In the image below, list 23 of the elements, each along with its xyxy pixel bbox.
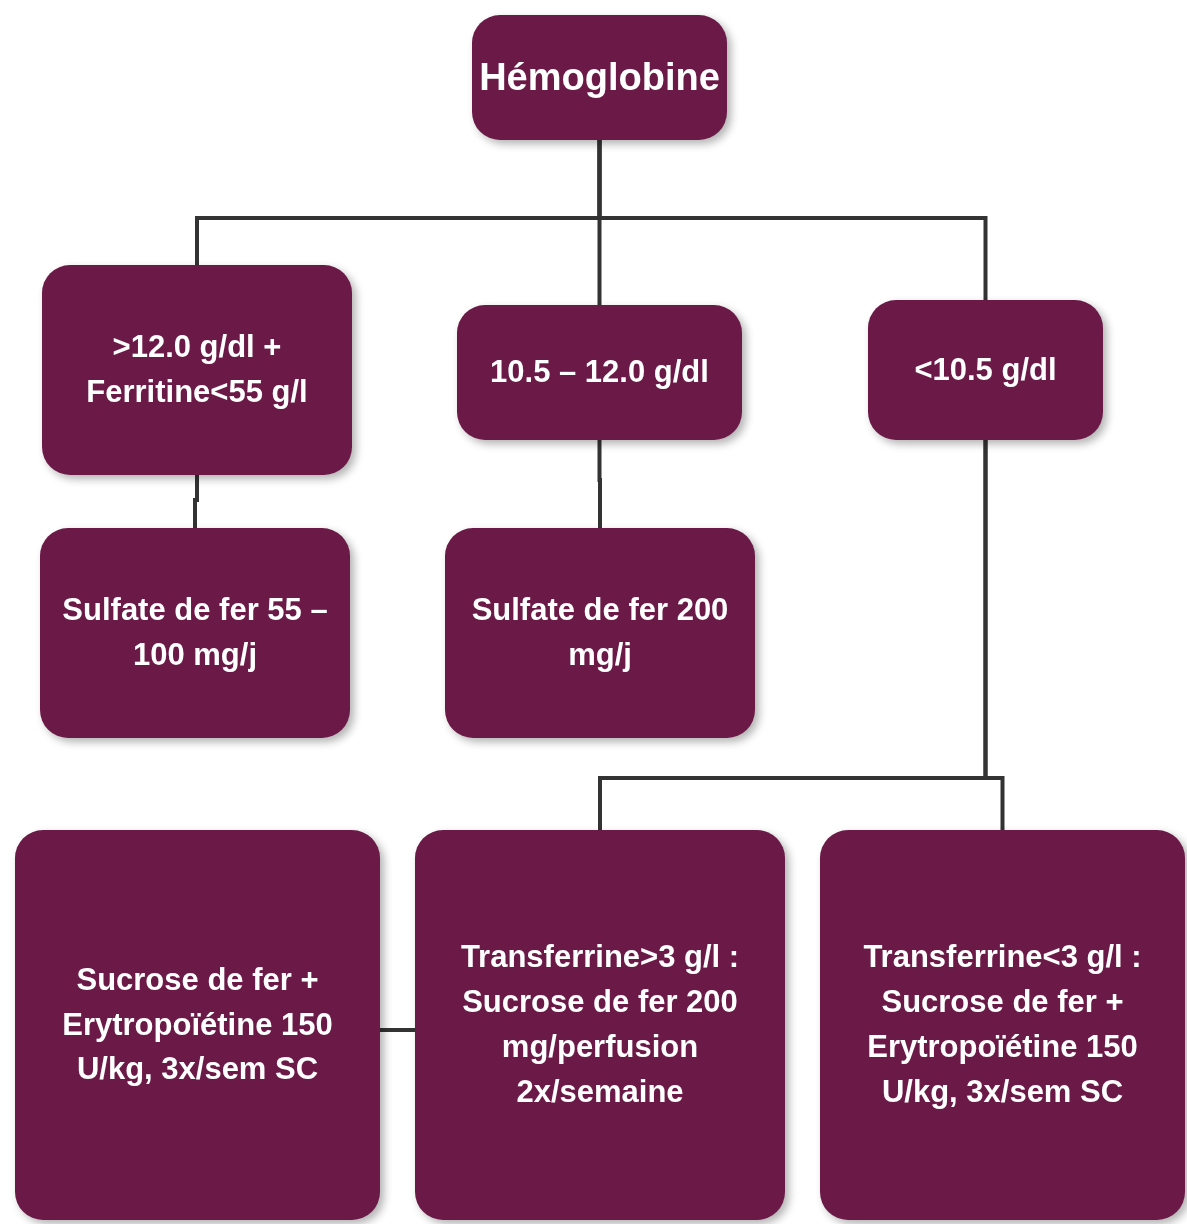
process-box (415, 830, 785, 1220)
box-text: 10.5 – 12.0 g/dl (490, 353, 709, 392)
process-box (472, 15, 727, 140)
box-text: Transferrine>3 g/l : Sucrose de fer 200 mg/perfusion 2x/semaine (459, 938, 741, 1111)
process-box (868, 300, 1103, 440)
box-text: Hémoglobine (479, 54, 720, 100)
process-box (42, 265, 352, 475)
box-text: >12.0 g/dl + Ferritine<55 g/l (85, 328, 309, 411)
box-text: Sulfate de fer 55 – 100 mg/j (61, 591, 329, 674)
box-text: <10.5 g/dl (914, 350, 1057, 389)
box-text: Sulfate de fer 200 mg/j (470, 591, 730, 674)
connector-line (983, 440, 1005, 830)
connector-line (597, 140, 988, 300)
process-box (445, 528, 755, 738)
box-text: Transferrine<3 g/l : Sucrose de fer + Erytropoïétine 150 U/kg, 3x/sem SC (862, 938, 1143, 1111)
box-text: Sucrose de fer + Erytropoïétine 150 U/kg, 3x/sem SC (61, 960, 334, 1089)
process-box (457, 305, 742, 440)
process-box (15, 830, 380, 1220)
connector-line (193, 475, 199, 528)
connector-line (597, 440, 602, 528)
process-box (820, 830, 1185, 1220)
connector-line (380, 1028, 415, 1032)
process-box (40, 528, 350, 738)
